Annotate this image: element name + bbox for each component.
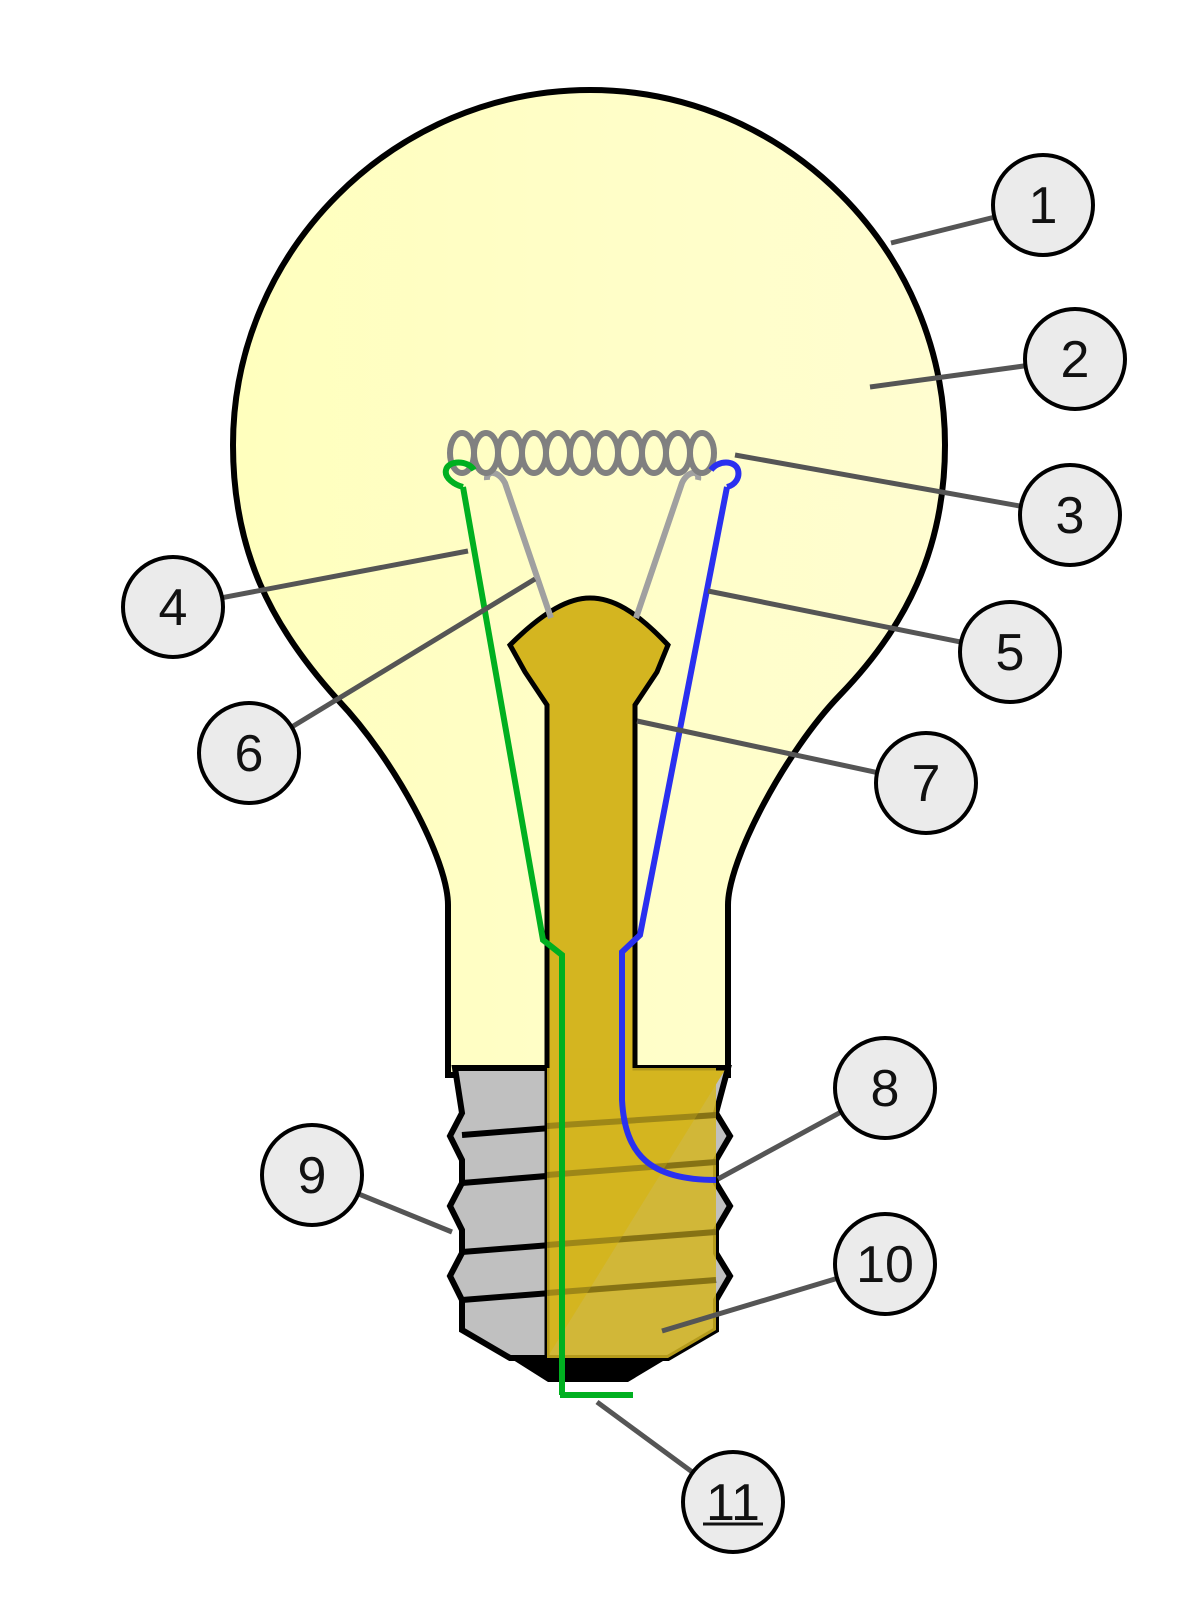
leader-line-7 xyxy=(636,718,878,775)
callout-circle xyxy=(874,731,978,835)
callout-10: 10 xyxy=(833,1212,937,1316)
leader-line-1 xyxy=(890,214,996,246)
callout-circle xyxy=(260,1123,364,1227)
thread-lines-over-stem xyxy=(546,1112,717,1296)
leader-line-11 xyxy=(595,1399,695,1475)
callout-number: 2 xyxy=(1061,331,1090,389)
callout-circle xyxy=(958,600,1062,704)
callout-3: 3 xyxy=(1018,463,1122,567)
callout-number: 6 xyxy=(235,725,264,783)
leader-line-8 xyxy=(716,1109,843,1182)
callout-4: 4 xyxy=(121,555,225,659)
lead-in-wire-right xyxy=(619,459,742,1183)
callout-circle xyxy=(991,153,1095,257)
callout-number: 3 xyxy=(1056,487,1085,545)
leader-line-2 xyxy=(869,363,1026,390)
callout-circle xyxy=(681,1450,785,1554)
leader-line-10 xyxy=(661,1275,838,1334)
callout-markers: 1 2 3 4 5 6 7 8 9 10 11 xyxy=(121,153,1127,1554)
leader-lines xyxy=(221,214,1026,1475)
callout-circle xyxy=(833,1036,937,1140)
leader-line-4 xyxy=(221,548,469,601)
callout-5: 5 xyxy=(958,600,1062,704)
callout-9: 9 xyxy=(260,1123,364,1227)
callout-11: 11 xyxy=(681,1450,785,1554)
leader-line-6 xyxy=(290,576,537,730)
stem-base-fill xyxy=(547,1068,716,1358)
filament-coil xyxy=(447,430,717,476)
callout-number: 7 xyxy=(912,755,941,813)
insulator xyxy=(510,1358,668,1382)
callout-number: 10 xyxy=(856,1236,914,1294)
callout-number: 4 xyxy=(159,579,188,637)
callout-8: 8 xyxy=(833,1036,937,1140)
callout-number: 8 xyxy=(871,1060,900,1118)
callout-6: 6 xyxy=(197,701,301,805)
callout-7: 7 xyxy=(874,731,978,835)
support-wires xyxy=(484,469,702,619)
callout-circle xyxy=(833,1212,937,1316)
callout-2: 2 xyxy=(1023,307,1127,411)
callout-number: 9 xyxy=(298,1147,327,1205)
leader-line-9 xyxy=(357,1191,453,1235)
callout-circle xyxy=(1018,463,1122,567)
callout-circle xyxy=(121,555,225,659)
callout-number: 11 xyxy=(706,1474,760,1532)
callout-circle xyxy=(197,701,301,805)
leader-line-3 xyxy=(734,452,1022,509)
callout-1: 1 xyxy=(991,153,1095,257)
filament-loop xyxy=(687,430,717,476)
callout-number: 1 xyxy=(1029,177,1058,235)
glass-bulb xyxy=(229,86,949,1078)
callout-number: 5 xyxy=(996,624,1025,682)
callout-circle xyxy=(1023,307,1127,411)
lead-in-wire-left xyxy=(442,459,633,1398)
leader-line-5 xyxy=(707,588,962,645)
